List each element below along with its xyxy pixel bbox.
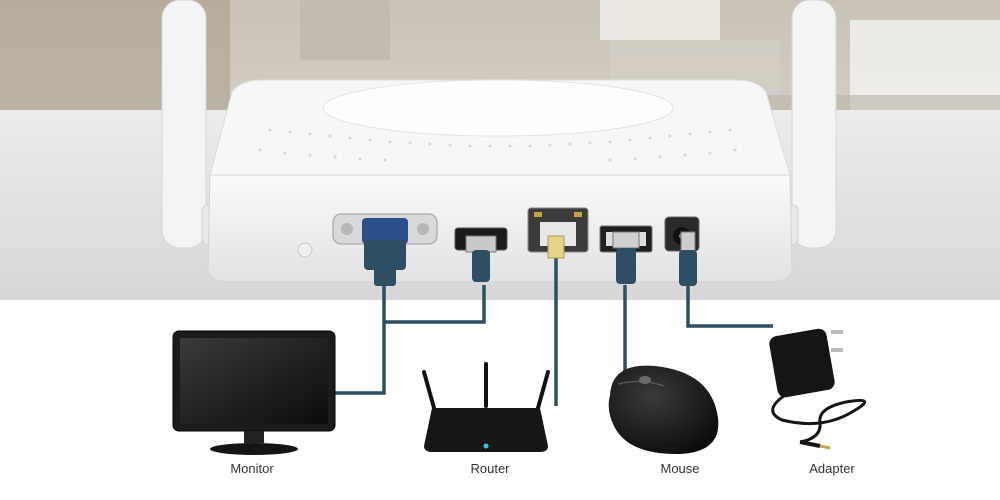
vga-plug [364,240,406,286]
vga-port-icon [332,213,438,245]
mouse-icon [608,365,719,455]
mouse-label: Mouse [660,461,700,476]
cable-hdmi-monitor [384,285,486,324]
cable-dc-adapter [686,285,773,328]
lan-plug [547,235,565,259]
lan-port-icon [527,207,589,253]
vent-holes [258,128,737,162]
nvr-device [207,79,793,283]
power-indicator [297,242,313,258]
adapter-icon [769,328,866,450]
monitor-label: Monitor [230,461,274,476]
usb-plug [612,231,640,284]
router-icon [422,362,550,452]
dc-plug [679,231,697,286]
router-label: Router [470,461,510,476]
cables [334,255,773,406]
hdmi-plug [465,235,497,282]
monitor-icon [172,330,336,455]
adapter-label: Adapter [809,461,855,476]
